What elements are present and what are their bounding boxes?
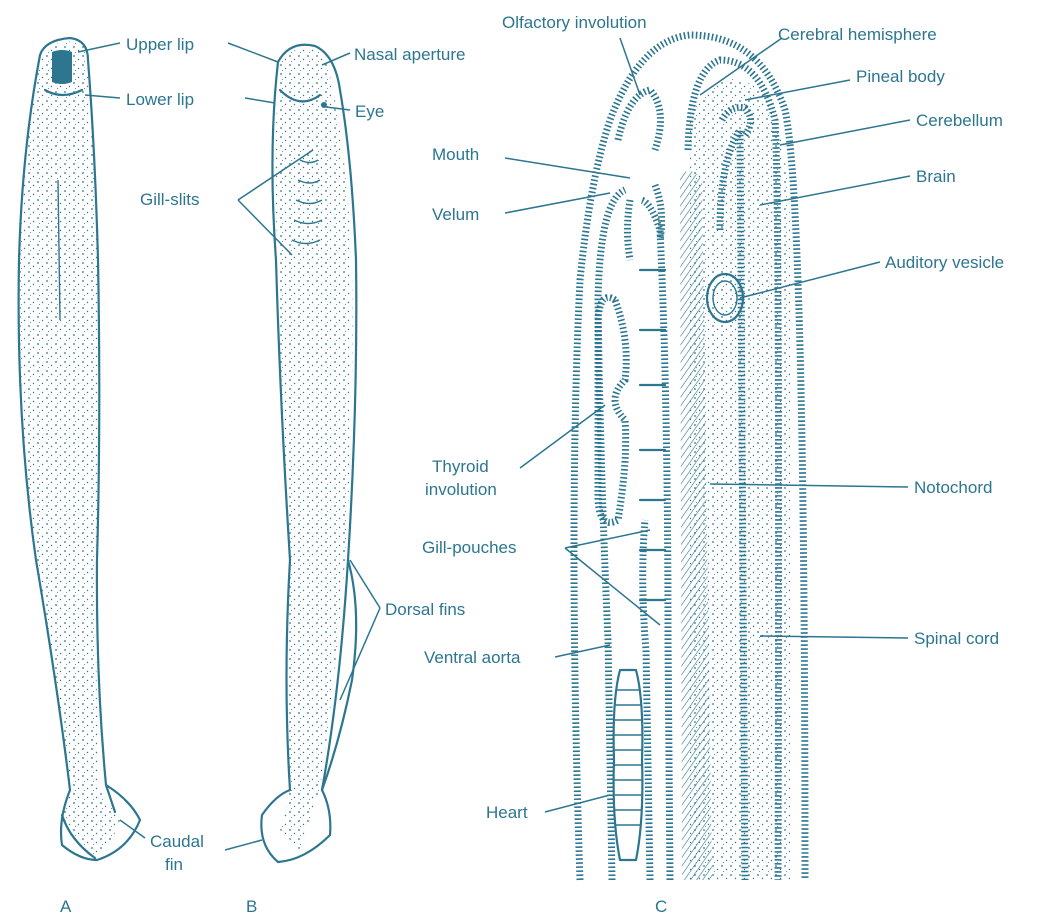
label-dorsal-fins: Dorsal fins: [385, 600, 465, 619]
label-gill-pouches: Gill-pouches: [422, 538, 517, 557]
label-thyroid-involution-line1: Thyroid: [432, 457, 489, 476]
panel-c-pharynx-outer: [598, 190, 625, 880]
label-spinal-cord: Spinal cord: [914, 629, 999, 648]
panel-c-sagittal-section: [574, 35, 805, 880]
panel-c-velum: [628, 185, 662, 260]
label-caudal-fin-line2: fin: [165, 855, 183, 874]
labels: Upper lip Lower lip Nasal aperture Eye G…: [60, 13, 1004, 916]
label-thyroid-involution-line2: involution: [425, 480, 497, 499]
label-gill-slits: Gill-slits: [140, 190, 200, 209]
panel-c-heart-rings: [614, 690, 642, 825]
label-brain: Brain: [916, 167, 956, 186]
panel-a-larva-ventral: [19, 38, 140, 860]
label-lower-lip: Lower lip: [126, 90, 194, 109]
label-pineal-body: Pineal body: [856, 67, 945, 86]
label-cerebellum: Cerebellum: [916, 111, 1003, 130]
label-notochord: Notochord: [914, 478, 992, 497]
panel-letter-c: C: [655, 897, 667, 916]
panel-c-thyroid: [598, 298, 626, 523]
panel-b-larva-lateral: [261, 45, 356, 862]
label-mouth: Mouth: [432, 145, 479, 164]
panel-a-mouth-dark: [52, 50, 72, 84]
panel-letter-b: B: [246, 897, 257, 916]
label-caudal-fin-line1: Caudal: [150, 832, 204, 851]
panel-c-olfactory-involution: [618, 90, 660, 150]
label-upper-lip: Upper lip: [126, 35, 194, 54]
label-cerebral-hemisphere: Cerebral hemisphere: [778, 25, 937, 44]
label-velum: Velum: [432, 205, 479, 224]
panel-c-inner-body-wall: [643, 520, 650, 880]
label-heart: Heart: [486, 803, 528, 822]
label-auditory-vesicle: Auditory vesicle: [885, 253, 1004, 272]
label-olfactory-involution: Olfactory involution: [502, 13, 647, 32]
label-nasal-aperture: Nasal aperture: [354, 45, 466, 64]
panel-a-body-stipple: [20, 42, 120, 855]
label-ventral-aorta: Ventral aorta: [424, 648, 521, 667]
label-eye: Eye: [355, 102, 384, 121]
panel-letter-a: A: [60, 897, 72, 916]
